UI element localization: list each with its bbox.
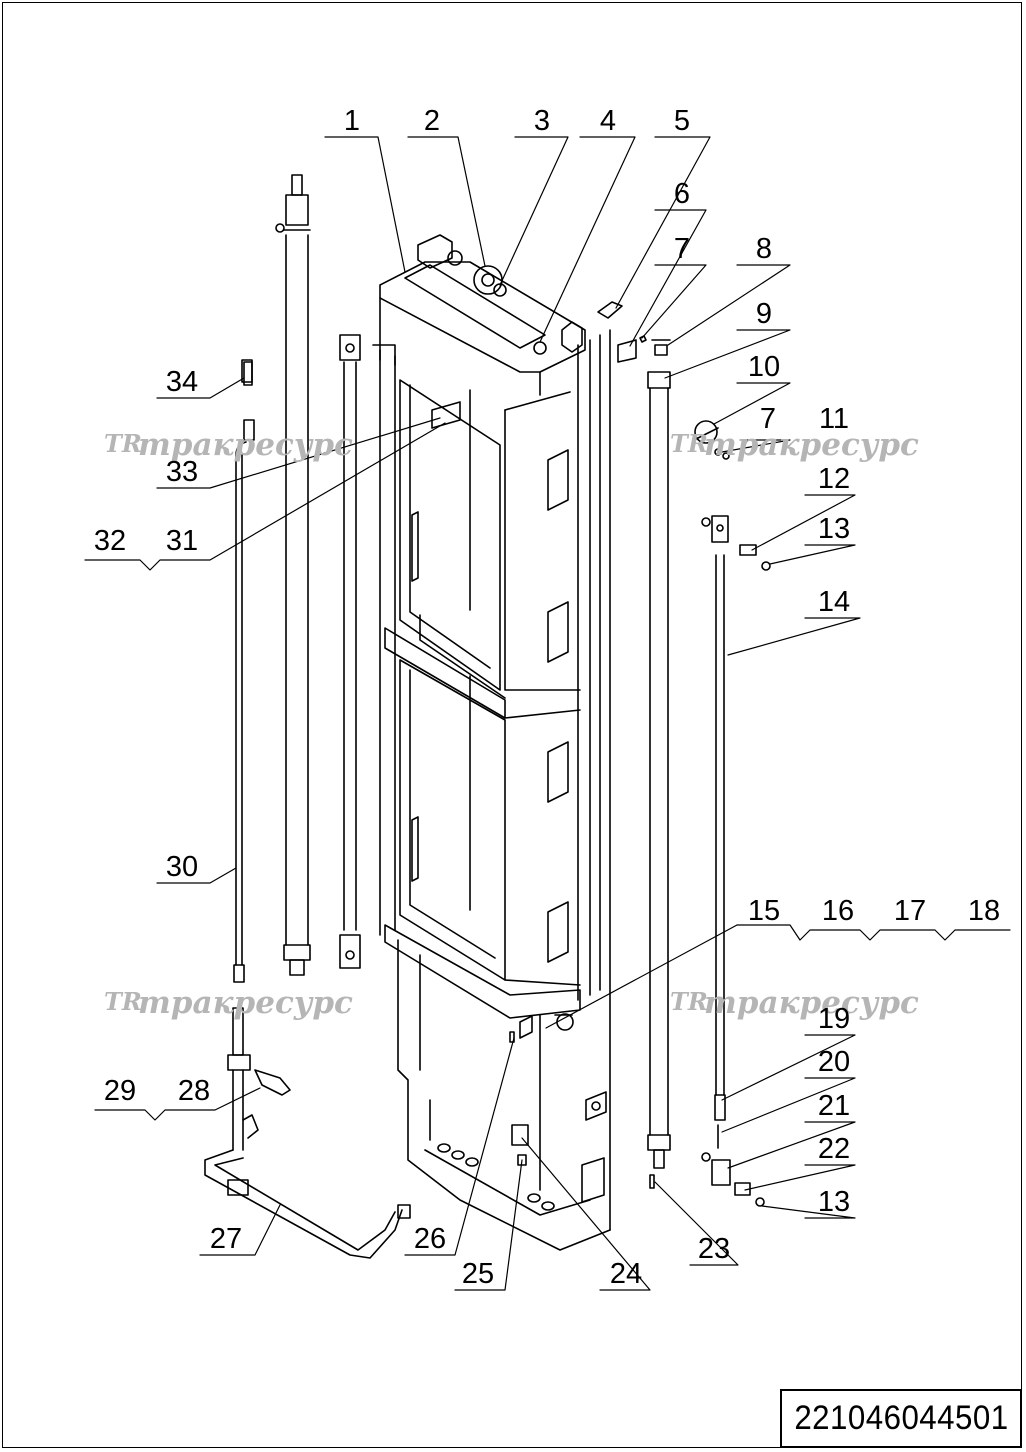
callout-28: 28 [178,1075,210,1107]
leader-lines [84,136,1011,1291]
callout-18: 18 [968,895,1000,927]
document-number-box: 221046044501 [780,1389,1022,1448]
cylinder-9 [647,371,671,1189]
callout-13a: 13 [818,513,850,545]
callout-23: 23 [698,1233,730,1265]
svg-text:тракресурс: тракресурс [704,985,919,1021]
callout-33: 33 [166,456,198,488]
callout-32: 32 [94,525,126,557]
callout-2: 2 [424,105,440,137]
fitting-34 [241,359,253,383]
rod-14 [701,515,771,1207]
svg-text:тракресурс: тракресурс [138,985,353,1021]
lift-rod-left [339,334,361,969]
callout-24: 24 [610,1258,642,1290]
small-parts-center [431,401,574,1166]
svg-text:TR: TR [104,987,142,1016]
callout-21: 21 [818,1090,850,1122]
clamp-10 [693,420,730,460]
hose-assembly-lower [204,1007,411,1259]
callout-20: 20 [818,1046,850,1078]
watermark-3: TR тракресурс [104,985,353,1021]
callout-10: 10 [748,351,780,383]
callout-3: 3 [534,105,550,137]
top-parts [417,234,671,363]
callout-7b: 7 [760,403,776,435]
callout-22: 22 [818,1133,850,1165]
callout-27: 27 [210,1223,242,1255]
callout-13b: 13 [818,1186,850,1218]
svg-text:TR: TR [670,429,708,458]
svg-text:TR: TR [104,429,142,458]
watermark-2: TR тракресурс [670,427,919,463]
callout-7a: 7 [674,233,690,265]
watermark-1: TR тракресурс [104,427,353,463]
watermark-4: TR тракресурс [670,985,919,1021]
svg-text:TR: TR [670,987,708,1016]
svg-text:тракресурс: тракресурс [138,427,353,463]
callout-11: 11 [819,403,849,435]
callout-8: 8 [756,233,772,265]
callout-6: 6 [674,178,690,210]
callout-4: 4 [600,105,616,137]
callout-14: 14 [818,586,850,618]
callout-16: 16 [822,895,854,927]
callout-9: 9 [756,298,772,330]
document-number: 221046044501 [793,1399,1009,1437]
callout-29: 29 [104,1075,136,1107]
callout-1: 1 [344,105,360,137]
hose-30 [233,361,255,983]
svg-text:тракресурс: тракресурс [704,427,919,463]
callout-5: 5 [674,105,690,137]
callout-34: 34 [166,366,198,398]
callout-15: 15 [748,895,780,927]
callouts: 1 2 3 4 5 6 7 8 9 10 7 11 12 13 14 34 33… [94,105,1000,1290]
callout-17: 17 [894,895,926,927]
callout-25: 25 [462,1258,494,1290]
callout-12: 12 [818,463,850,495]
callout-19: 19 [818,1003,850,1035]
callout-31: 31 [166,525,198,557]
callout-26: 26 [414,1223,446,1255]
callout-30: 30 [166,851,198,883]
lift-cylinder-left [275,174,311,976]
mast-frame [372,261,611,1251]
watermark-group: TR тракресурс TR тракресурс TR тракресур… [104,427,919,1021]
